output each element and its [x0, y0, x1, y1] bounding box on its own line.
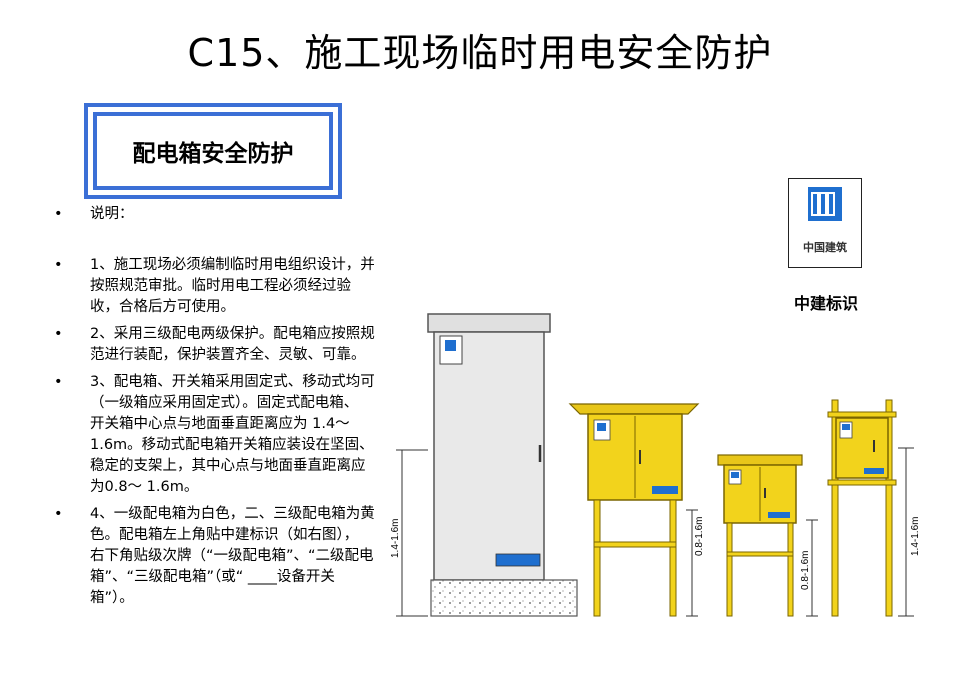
distribution-box-illustration: 1.4-1.6m 0.8-1.6m 0.8-1.6m [390, 313, 921, 617]
bullet-icon: • [54, 257, 63, 273]
bullet-icon: • [54, 326, 63, 342]
primary-distribution-box [427, 313, 578, 617]
list-item: •4、一级配电箱为白色，二、三级配电箱为黄色。配电箱左上角贴中建标识（如右图），… [54, 506, 375, 606]
list-item: •1、施工现场必须编制临时用电组织设计，并按照规范审批。临时用电工程必须经过验收… [54, 257, 375, 315]
logo-text: 中国建筑 [803, 241, 847, 254]
switch-height-dimension: 1.4-1.6m [898, 447, 921, 617]
notes-list: •说明： •1、施工现场必须编制临时用电组织设计，并按照规范审批。临时用电工程必… [52, 204, 377, 615]
tertiary-height-dimension: 0.8-1.6m [800, 519, 818, 617]
primary-height-dimension: 1.4-1.6m [390, 449, 428, 617]
switch-box [827, 399, 897, 617]
section-title: 配电箱安全防护 [93, 112, 333, 190]
secondary-height-label: 0.8-1.6m [694, 517, 705, 556]
bullet-icon: • [54, 506, 63, 522]
switch-height-label: 1.4-1.6m [910, 517, 921, 556]
cscec-emblem-icon [808, 187, 842, 221]
list-item: •说明： [52, 204, 377, 225]
secondary-distribution-box [568, 403, 700, 617]
bullet-icon: • [54, 374, 63, 390]
tertiary-distribution-box [717, 454, 803, 617]
secondary-height-dimension: 0.8-1.6m [686, 509, 705, 617]
section-title-frame: 配电箱安全防护 [84, 103, 342, 199]
list-item: •3、配电箱、开关箱采用固定式、移动式均可（一级箱应采用固定式）。固定式配电箱、… [54, 374, 375, 495]
bullet-icon: • [54, 206, 63, 222]
logo-caption: 中建标识 [793, 294, 858, 313]
tertiary-height-label: 0.8-1.6m [800, 551, 811, 590]
page-title: C15、施工现场临时用电安全防护 [187, 31, 773, 75]
list-item: •2、采用三级配电两级保护。配电箱应按照规范进行装配，保护装置齐全、灵敏、可靠。 [54, 326, 375, 363]
cscec-logo: 中国建筑 [788, 178, 862, 268]
primary-height-label: 1.4-1.6m [390, 519, 401, 558]
